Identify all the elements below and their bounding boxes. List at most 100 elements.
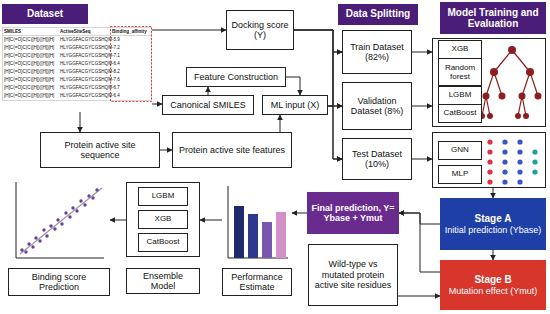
tree-node <box>483 93 490 100</box>
connector-arrow <box>160 150 172 151</box>
connector-arrow <box>208 87 209 95</box>
node-label: MLP <box>452 169 468 178</box>
neuron-dot <box>532 159 537 164</box>
process-box: Validation Dataset (8%) <box>342 82 412 130</box>
chart-axis <box>16 182 17 258</box>
model-group-box <box>433 39 546 127</box>
chart-bar <box>248 214 258 258</box>
table-header: ActiveSiteSeq <box>59 28 111 36</box>
scatter-dot <box>42 228 45 231</box>
scatter-dot <box>56 218 59 221</box>
ensemble-group-box <box>127 183 200 257</box>
scatter-dot <box>49 224 52 227</box>
process-box: Wild-type vs mutated protein active site… <box>308 244 398 306</box>
tree-node <box>535 93 542 100</box>
table-cell: -7.2 <box>111 44 151 52</box>
table-header: SMILES <box>3 28 59 36</box>
connector-arrow <box>399 213 440 272</box>
table-cell: [H]C(=O)C(C([H])([H])[H] <box>3 68 59 76</box>
model-box: LGBM <box>138 187 188 206</box>
neuron-dot <box>517 149 522 154</box>
chart-bar <box>262 222 272 258</box>
connector-arrow <box>292 213 307 214</box>
process-box: Protein active site sequence <box>40 132 160 168</box>
neuron-dot <box>502 149 507 154</box>
tree-icon <box>482 50 538 116</box>
scatter-dot <box>79 199 82 202</box>
scatter-dot <box>75 209 78 212</box>
connector-arrow <box>200 220 222 221</box>
neuron-dot <box>487 169 492 174</box>
node-label: Wild-type vs mutated protein active site… <box>312 259 394 290</box>
scatter-dot <box>20 248 23 251</box>
connector-arrow <box>152 30 226 31</box>
node-label: Test Dataset (10%) <box>346 149 408 170</box>
table-cell: HLYGGFACGYCGSHQM <box>59 52 111 60</box>
table-cell: [H]C(=O)C(C([H])([H])[H] <box>3 60 59 68</box>
node-label: Dataset <box>27 8 63 20</box>
table-cell: -7.6 <box>111 76 151 84</box>
node-label: Binding score Prediction <box>12 272 106 293</box>
connector-arrow <box>80 112 81 132</box>
tree-node <box>499 93 506 100</box>
node-label: CatBoost <box>444 108 477 117</box>
table-cell: [H]C(=O)C(C([H])([H])[H] <box>3 76 59 84</box>
result-box: Final prediction, Y= Ybase + Ymut <box>307 192 399 234</box>
node-label: Stage A <box>475 213 512 225</box>
node-label: Mutation effect (Ymut) <box>449 286 537 296</box>
node-label: Model Training and Evaluation <box>443 7 543 30</box>
connector-arrow <box>280 115 281 132</box>
neuron-dot <box>502 169 507 174</box>
scatter-dot <box>45 234 48 237</box>
caption-box: Binding score Prediction <box>8 268 110 296</box>
table-cell: -7.1 <box>111 52 151 60</box>
neuron-dot <box>532 169 537 174</box>
neuron-dot <box>517 139 522 144</box>
stage-box: Stage AInitial prediction (Ybase) <box>440 198 546 250</box>
process-box: Feature Construction <box>186 67 286 87</box>
model-group-box <box>433 133 546 188</box>
bar-chart-icon <box>228 186 288 258</box>
node-label: XGB <box>155 214 172 223</box>
tree-branch <box>512 50 530 72</box>
caption-box: Ensemble Model <box>126 268 200 294</box>
scatter-plot-icon <box>16 182 104 258</box>
node-label: Performance Estimate <box>226 272 288 293</box>
scatter-dot <box>53 227 56 230</box>
table-cell: -6.4 <box>111 60 151 68</box>
scatter-dot <box>60 222 63 225</box>
table-cell: HLYGGFACGYCGSHQM <box>59 60 111 68</box>
stage-box: Stage BMutation effect (Ymut) <box>440 260 546 310</box>
neuron-dot <box>502 179 507 184</box>
data-table: SMILESActiveSiteSeqBinding_affinity [H]C(… <box>3 28 151 100</box>
scatter-dot <box>91 196 94 199</box>
node-label: Ensemble Model <box>130 271 196 292</box>
chart-panel: Performance Estimate <box>222 178 292 296</box>
ensemble-panel: Ensemble ModelLGBMXGBCatBoost <box>126 182 200 296</box>
scatter-dot <box>34 236 37 239</box>
node-label: LGBM <box>449 90 472 99</box>
model-box: XGB <box>438 40 482 59</box>
model-box: Random forest <box>438 58 482 86</box>
node-label: Train Dataset (82%) <box>346 42 408 63</box>
tree-node <box>523 113 529 119</box>
scatter-dot <box>38 239 41 242</box>
table-header: Binding_affinity <box>111 28 151 36</box>
process-box: Train Dataset (82%) <box>342 30 412 74</box>
connector-arrow <box>493 188 494 198</box>
neuron-dot <box>487 139 492 144</box>
node-label: Validation Dataset (8%) <box>346 96 408 117</box>
scatter-dot <box>31 245 34 248</box>
tree-node <box>490 68 498 76</box>
table-cell: HLYGGFACGYCGSHQM <box>59 76 111 84</box>
section-banner: Data Splitting <box>338 4 418 25</box>
connector-arrow <box>493 250 494 260</box>
connector-arrow <box>286 77 300 95</box>
node-label: Protein active site sequence <box>44 140 156 161</box>
node-label: GNN <box>451 145 469 154</box>
table-cell: HLYGGFACGYCGSHQM <box>59 68 111 76</box>
highlight-frame <box>111 27 152 102</box>
node-label: Data Splitting <box>346 8 410 20</box>
chart-axis <box>16 258 104 259</box>
table-cell: -8.2 <box>111 68 151 76</box>
